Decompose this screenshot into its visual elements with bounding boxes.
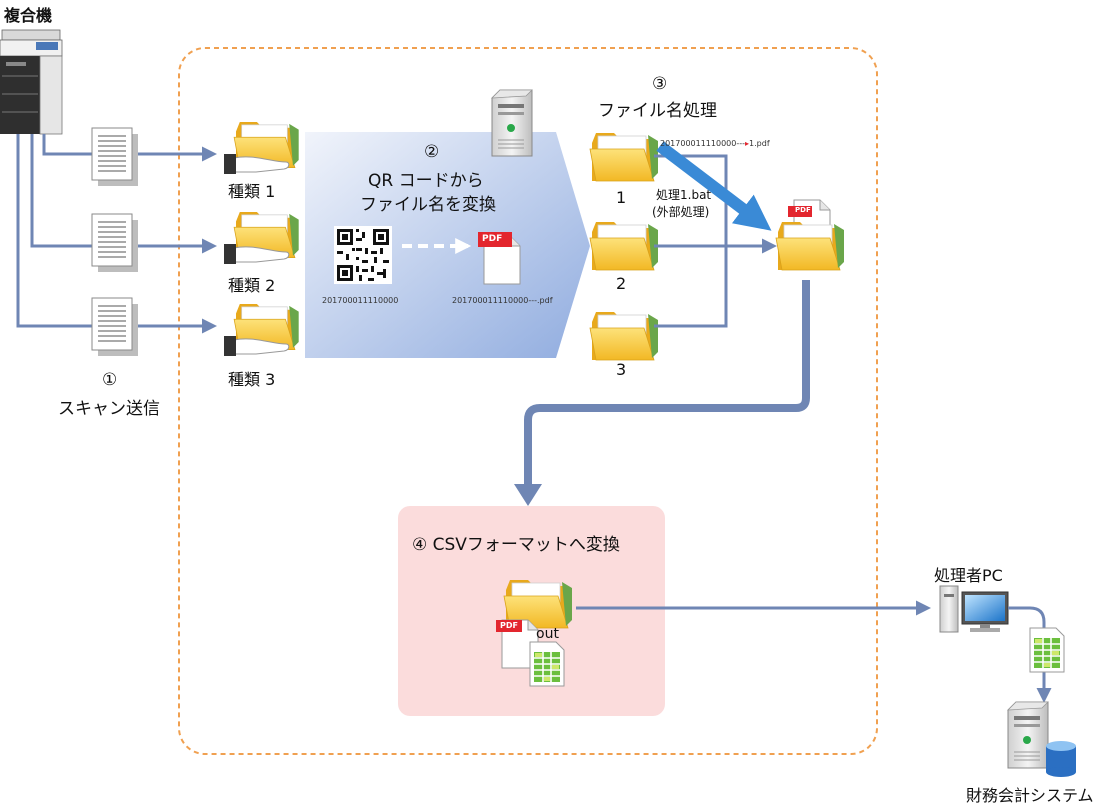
- folder3-label: 3: [616, 360, 627, 379]
- bat-label-line1: 処理1.bat: [656, 188, 712, 202]
- kind-folder-2: [224, 212, 299, 264]
- step2-number: ②: [424, 142, 440, 162]
- rename-suffix: 1.pdf: [749, 139, 770, 148]
- step1-label: スキャン送信: [58, 399, 160, 419]
- scan-arrows: [16, 134, 217, 334]
- category-folder-1: [589, 132, 659, 182]
- merge-arrows: [654, 154, 777, 328]
- step2-line1: QR コードから: [368, 171, 484, 191]
- out-label: out: [536, 626, 559, 642]
- category-folder-3: [589, 311, 659, 361]
- scanned-document-1: [91, 127, 139, 187]
- rename-prefix: 201700011110000---: [660, 139, 746, 148]
- accounting-server-icon: [1007, 701, 1049, 769]
- to-csv-arrow: [524, 280, 810, 486]
- output-folder-icon: [775, 199, 845, 271]
- qr-code-icon: [334, 226, 392, 284]
- operator-pc-icon: [939, 585, 1009, 633]
- server-icon: [491, 89, 533, 157]
- step1-number: ①: [102, 370, 118, 390]
- step4-label: ④ CSVフォーマットへ変換: [412, 535, 620, 555]
- folder2-label: 2: [616, 274, 627, 293]
- pdf-file-icon: [478, 232, 521, 285]
- to-accounting-arrow: [1008, 606, 1052, 703]
- bat-label-line2: (外部処理): [652, 205, 710, 219]
- step3-label: ファイル名処理: [598, 101, 717, 121]
- category-folder-2: [589, 221, 659, 271]
- scanned-document-2: [91, 213, 139, 273]
- processing-boundary: [178, 47, 878, 755]
- kind3-label: 種類 3: [228, 370, 276, 389]
- pdf-badge: PDF: [482, 234, 503, 244]
- kind-folder-3: [224, 304, 299, 356]
- mfp-device: [0, 29, 63, 135]
- step3-number: ③: [652, 74, 668, 94]
- rename-example: 201700011110000---▸1.pdf: [660, 139, 770, 148]
- output-pdf-badge: PDF: [795, 206, 811, 214]
- csv-output-icon: [496, 579, 573, 687]
- kind2-label: 種類 2: [228, 276, 276, 295]
- step2-banner: [305, 132, 590, 358]
- accounting-system-label: 財務会計システム: [966, 786, 1094, 805]
- csv-file-icon: [1029, 627, 1065, 673]
- database-icon: [1046, 741, 1076, 777]
- mfp-label: 複合機: [4, 6, 53, 25]
- csv-pdf-badge: PDF: [500, 621, 518, 630]
- operator-pc-label: 処理者PC: [934, 566, 1003, 585]
- pdf-filename-label: 201700011110000---.pdf: [452, 296, 553, 305]
- folder1-label: 1: [616, 188, 627, 207]
- step2-line2: ファイル名を変換: [360, 195, 496, 215]
- kind-folder-1: [224, 122, 299, 174]
- kind1-label: 種類 1: [228, 182, 276, 201]
- to-csv-arrowhead: [514, 484, 542, 506]
- scanned-document-3: [91, 297, 139, 357]
- rename-highlight-arrow: [656, 141, 772, 231]
- qr-value-label: 201700011110000: [322, 296, 399, 305]
